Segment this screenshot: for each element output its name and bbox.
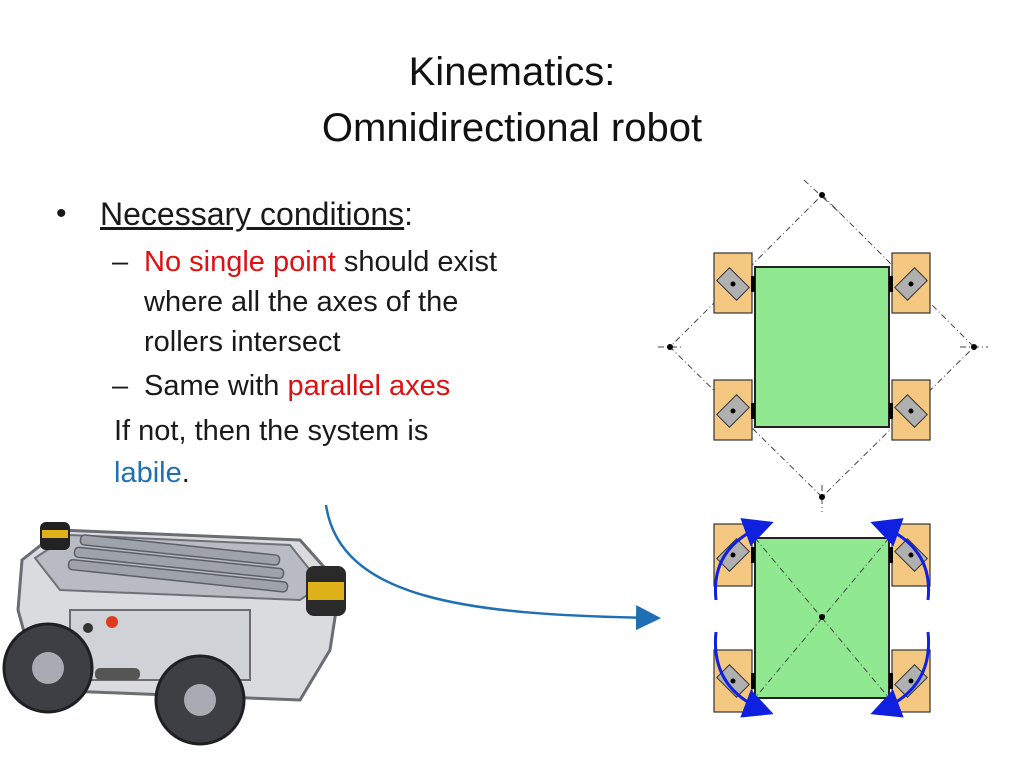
dash-icon: –: [112, 370, 129, 402]
mecanum-wheel-left: [2, 622, 94, 714]
sub-bullet-1: – No single point should exist where all…: [56, 242, 616, 362]
rotation-arrow-bottom-right-icon: [870, 631, 931, 718]
bullet-dot-icon: •: [56, 197, 67, 230]
diagram-unstable-config: [658, 179, 988, 512]
sub-bullet-2: – Same with parallel axes: [56, 366, 616, 406]
title-line-2: Omnidirectional robot: [321, 106, 703, 150]
bullet-main-suffix: :: [404, 196, 414, 232]
title-line-1: Kinematics:: [408, 50, 616, 94]
sub1-text-c: rollers intersect: [144, 326, 341, 358]
conclusion-highlight: labile: [114, 457, 182, 489]
diagram-rotation-config: [713, 518, 931, 718]
sub1-text-b: where all the axes of the: [144, 286, 459, 318]
conclusion-end: .: [181, 457, 190, 489]
sub1-highlight: No single point: [144, 246, 336, 278]
bullet-list: • Necessary conditions: – No single poin…: [56, 190, 616, 494]
conclusion-text-a: If not, then the system is: [114, 415, 429, 447]
bullet-main-text: Necessary conditions: [100, 196, 405, 232]
dash-icon: –: [112, 246, 129, 278]
sub2-prefix: Same with: [144, 370, 288, 402]
mecanum-wheel-right: [154, 654, 246, 746]
rotation-arrow-top-right-icon: [870, 518, 931, 601]
slide-title: Kinematics: Omnidirectional robot: [0, 44, 1024, 156]
sub2-highlight: parallel axes: [287, 370, 451, 402]
conclusion: If not, then the system is labile.: [56, 410, 616, 494]
sub1-text-a: should exist: [335, 246, 498, 278]
link-arrow: [324, 504, 661, 631]
rotation-arrow-top-left-icon: [713, 518, 774, 601]
bullet-main: • Necessary conditions:: [56, 190, 616, 238]
robot-photo: [2, 522, 346, 746]
rotation-arrow-bottom-left-icon: [713, 631, 774, 718]
